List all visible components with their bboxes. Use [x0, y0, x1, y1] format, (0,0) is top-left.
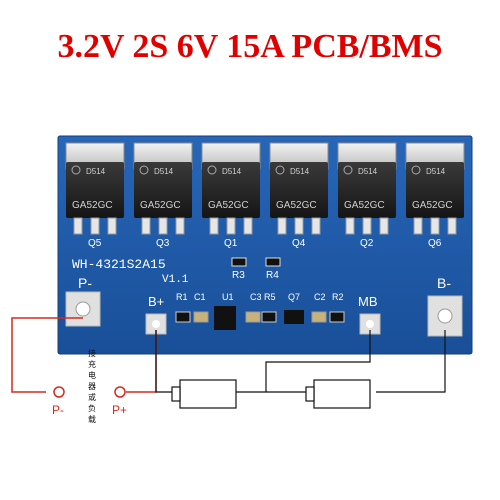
resistor-r3	[231, 257, 247, 267]
mosfet-marking-bottom: GA52GC	[276, 200, 317, 211]
mosfet-marking-bottom: GA52GC	[344, 200, 385, 211]
board-model: WH-4321S2A15	[72, 257, 166, 272]
battery-cell-2	[305, 379, 371, 409]
load-label-char: 负	[88, 403, 96, 413]
mosfet-ref-label: Q2	[360, 238, 374, 249]
load-label-char: 电	[88, 370, 96, 380]
mosfet-marking-top: D514	[222, 167, 242, 176]
terminal-p-minus-dot	[53, 386, 65, 398]
terminal-p-plus-dot	[114, 386, 126, 398]
load-label-char: 载	[88, 414, 96, 424]
label-r3: R3	[232, 270, 245, 281]
component-label: R1	[176, 292, 188, 302]
mosfet-marking-bottom: GA52GC	[72, 200, 113, 211]
small-components	[175, 306, 345, 330]
component-label: R5	[264, 292, 276, 302]
load-label-char: 器	[88, 382, 96, 391]
label-p-minus: P-	[78, 275, 92, 291]
label-b-plus: B+	[148, 294, 164, 309]
mosfet-marking-top: D514	[290, 167, 310, 176]
load-label-char: 充	[88, 359, 96, 369]
component-label: R2	[332, 292, 344, 302]
mosfet-ref-label: Q1	[224, 238, 238, 249]
mosfet-marking-bottom: GA52GC	[412, 200, 453, 211]
load-label-char: 接	[88, 348, 96, 358]
mosfet-marking-top: D514	[358, 167, 378, 176]
mosfet-row: D514GA52GCQ5D514GA52GCQ3D514GA52GCQ1D514…	[65, 142, 465, 249]
component-label: C2	[314, 292, 326, 302]
mosfet-marking-top: D514	[86, 167, 106, 176]
mosfet-marking-top: D514	[154, 167, 174, 176]
board-version: V1.1	[162, 274, 189, 286]
component-label: U1	[222, 292, 234, 302]
mosfet-ref-label: Q4	[292, 238, 306, 249]
mosfet-marking-top: D514	[426, 167, 446, 176]
mosfet-ref-label: Q5	[88, 238, 102, 249]
load-label-char: 或	[88, 392, 96, 402]
label-r4: R4	[266, 270, 279, 281]
label-mb: MB	[358, 294, 378, 309]
wire-p-minus	[11, 317, 83, 393]
pad-p-minus-hole	[75, 301, 91, 317]
mosfet-marking-bottom: GA52GC	[140, 200, 181, 211]
mosfet-ref-label: Q6	[428, 238, 442, 249]
component-label: C3	[250, 292, 262, 302]
terminal-p-minus-label: P-	[52, 403, 64, 417]
terminal-p-plus-label: P+	[112, 403, 127, 417]
wire-b-minus	[376, 330, 446, 393]
label-b-minus: B-	[437, 275, 451, 291]
resistor-r4	[265, 257, 281, 267]
battery-cell-1	[171, 379, 237, 409]
mosfet-ref-label: Q3	[156, 238, 170, 249]
product-title: 3.2V 2S 6V 15A PCB/BMS	[57, 28, 443, 65]
mosfet-marking-bottom: GA52GC	[208, 200, 249, 211]
component-label: Q7	[288, 292, 300, 302]
wire-mb	[265, 330, 371, 392]
component-label: C1	[194, 292, 206, 302]
